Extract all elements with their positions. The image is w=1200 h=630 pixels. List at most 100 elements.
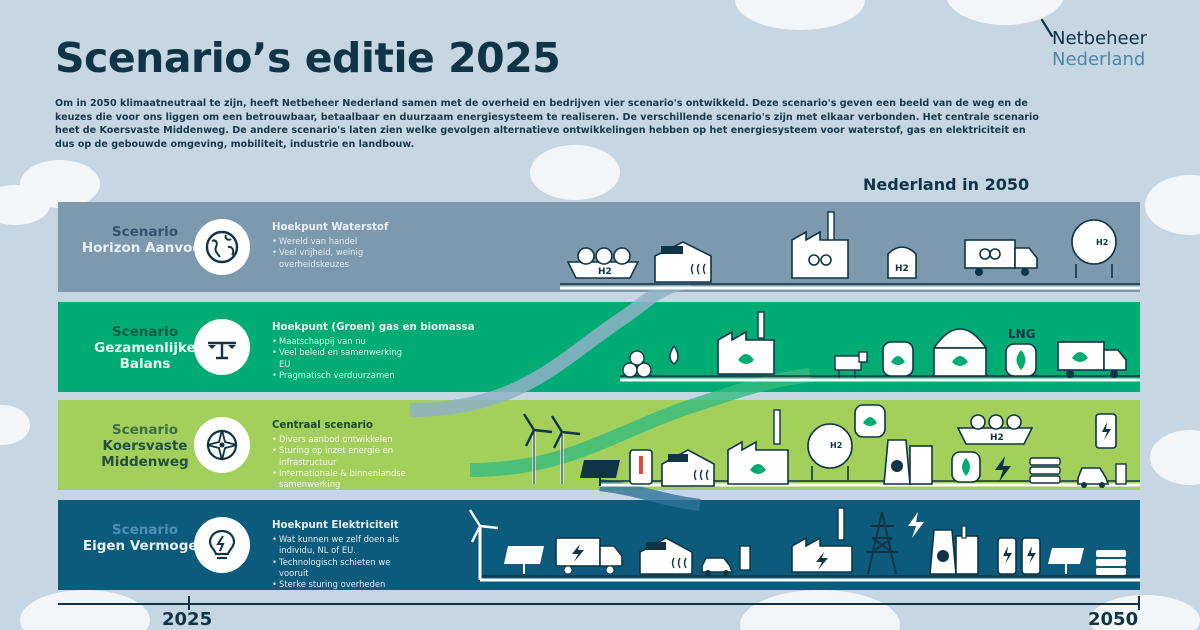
- page-title: Scenario’s editie 2025: [55, 34, 561, 82]
- house-heatpump-icon: [639, 537, 693, 575]
- battery-icon: [1021, 537, 1041, 575]
- wind-turbine-icon: [522, 413, 553, 484]
- heat-meter-icon: [629, 449, 653, 485]
- water-drop-icon: [669, 344, 679, 365]
- scenario-bullets: Maatschappij van nu Veel beleid en samen…: [272, 336, 412, 381]
- scenario-heading: Hoekpunt Waterstof: [272, 222, 389, 233]
- scenario-name: Koersvaste Middenweg: [101, 438, 189, 470]
- scenario-prefix: Scenario: [111, 422, 179, 438]
- lightning-bolt-icon: [995, 456, 1011, 482]
- lightbulb-icon: [208, 529, 236, 560]
- wind-turbine-icon: [550, 415, 581, 484]
- wind-turbine-icon: [468, 509, 499, 580]
- bullet-item: Veel beleid en samenwerking EU: [272, 347, 412, 370]
- netbeheer-nederland-logo: Netbeheer Nederland: [1040, 18, 1180, 78]
- battery-stack-icon: [1096, 550, 1126, 575]
- scenario-icon-badge: [194, 417, 250, 473]
- flow-ribbon: [599, 479, 701, 511]
- hydrogen-ship-icon: H2: [956, 414, 1034, 445]
- factory-icon: [791, 211, 849, 279]
- gas-truck-icon: [1057, 341, 1127, 378]
- scenario-bullets: Divers aanbod ontwikkelen Sturing op inz…: [272, 434, 412, 490]
- bullet-item: Divers aanbod ontwikkelen: [272, 434, 412, 446]
- solar-panel-icon: [504, 546, 544, 574]
- scenario-heading: Hoekpunt (Groen) gas en biomassa: [272, 322, 475, 333]
- hydrogen-storage-icon: H2: [887, 246, 917, 279]
- scenario-name: Gezamenlijke Balans: [94, 340, 196, 372]
- cloud: [1090, 595, 1200, 630]
- scenario-prefix: Scenario: [111, 522, 179, 538]
- scenario-name: Horizon Aanvoer: [81, 240, 209, 256]
- timeline-end-year: 2050: [1088, 609, 1139, 630]
- hydrogen-sphere-tank-icon: H2: [807, 423, 853, 480]
- cow-icon: [834, 351, 868, 378]
- intro-text: Om in 2050 klimaatneutraal te zijn, heef…: [55, 98, 1039, 150]
- hydrogen-truck-icon: [964, 239, 1038, 276]
- logo-line-1: Netbeheer: [1052, 28, 1148, 49]
- scenario-heading: Hoekpunt Elektriciteit: [272, 520, 399, 531]
- house-heatpump-icon: [661, 449, 715, 487]
- timeline-start-year: 2025: [162, 609, 213, 630]
- scenario-bullets: Wereld van handel Veel vrijheid, weinig …: [272, 236, 412, 270]
- scenario-heading: Centraal scenario: [272, 420, 373, 431]
- section-heading: Nederland in 2050: [863, 175, 1030, 194]
- scenario-prefix: Scenario: [111, 224, 179, 240]
- timeline-tick: [1138, 596, 1140, 610]
- h2-label: H2: [895, 264, 909, 274]
- scenario-prefix: Scenario: [111, 324, 179, 340]
- bullet-item: Internationale & binnenlandse samenwerki…: [272, 468, 412, 491]
- timeline-tick: [188, 596, 190, 610]
- globe-icon: [205, 230, 239, 264]
- bullet-item: Wat kunnen we zelf doen als individu, NL…: [272, 534, 412, 557]
- battery-icon: [997, 537, 1017, 575]
- bullet-item: Pragmatisch verduurzamen: [272, 370, 412, 382]
- cloud: [530, 145, 620, 200]
- nuclear-plant-icon: [929, 525, 979, 575]
- gas-dome-tank-icon: [932, 328, 988, 377]
- green-factory-icon: [727, 409, 789, 485]
- biogas-storage-icon: [854, 404, 886, 438]
- hydrogen-ship-icon: H2: [566, 247, 640, 279]
- power-pylon-icon: [866, 511, 898, 575]
- solar-panel-icon: [580, 460, 620, 486]
- electric-car-icon: [701, 545, 751, 576]
- battery-stack-icon: [1029, 457, 1061, 484]
- logo-mark-icon: [1040, 18, 1054, 38]
- biomass-logs-icon: [622, 350, 652, 378]
- nuclear-plant-icon: [883, 439, 933, 485]
- scenario-band-gezamenlijke-balans: Scenario Gezamenlijke Balans Hoekpunt (G…: [58, 302, 1140, 392]
- scenario-label: Scenario Eigen Vermogen: [80, 522, 210, 554]
- h2-label: H2: [598, 267, 612, 277]
- balance-scale-icon: [208, 341, 236, 360]
- h2-label: H2: [990, 433, 1004, 443]
- timeline-axis: [58, 603, 1140, 605]
- bullet-item: Maatschappij van nu: [272, 336, 412, 348]
- scenario-icon-badge: [194, 219, 250, 275]
- bullet-item: Sturing op inzet energie en infrastructu…: [272, 445, 412, 468]
- bullet-item: Sterke sturing overheden: [272, 579, 412, 591]
- electric-truck-icon: [555, 537, 623, 575]
- lng-storage-icon: [1005, 343, 1037, 377]
- electric-car-icon: [1077, 463, 1127, 488]
- solar-panel-icon: [1048, 548, 1084, 574]
- h2-label: H2: [1096, 238, 1108, 247]
- h2-label: H2: [830, 441, 842, 450]
- bullet-item: Wereld van handel: [272, 236, 412, 248]
- scenario-label: Scenario Gezamenlijke Balans: [80, 324, 210, 372]
- scenario-label: Scenario Koersvaste Middenweg: [80, 422, 210, 470]
- hydrogen-sphere-tank-icon: H2: [1071, 219, 1117, 278]
- compass-icon: [206, 429, 238, 461]
- scenario-label: Scenario Horizon Aanvoer: [80, 224, 210, 256]
- bullet-item: Veel vrijheid, weinig overheidskeuzes: [272, 247, 412, 270]
- scenario-icon-badge: [194, 319, 250, 375]
- cloud: [20, 590, 150, 630]
- flow-ribbon: [409, 275, 691, 417]
- biogas-storage-icon: [882, 341, 914, 377]
- electric-factory-icon: [791, 507, 853, 573]
- battery-icon: [1095, 413, 1117, 449]
- lightning-bolt-icon: [908, 512, 924, 538]
- lng-storage-icon: [951, 451, 981, 483]
- house-heatpump-icon: [654, 241, 712, 283]
- scenario-bullets: Wat kunnen we zelf doen als individu, NL…: [272, 534, 412, 591]
